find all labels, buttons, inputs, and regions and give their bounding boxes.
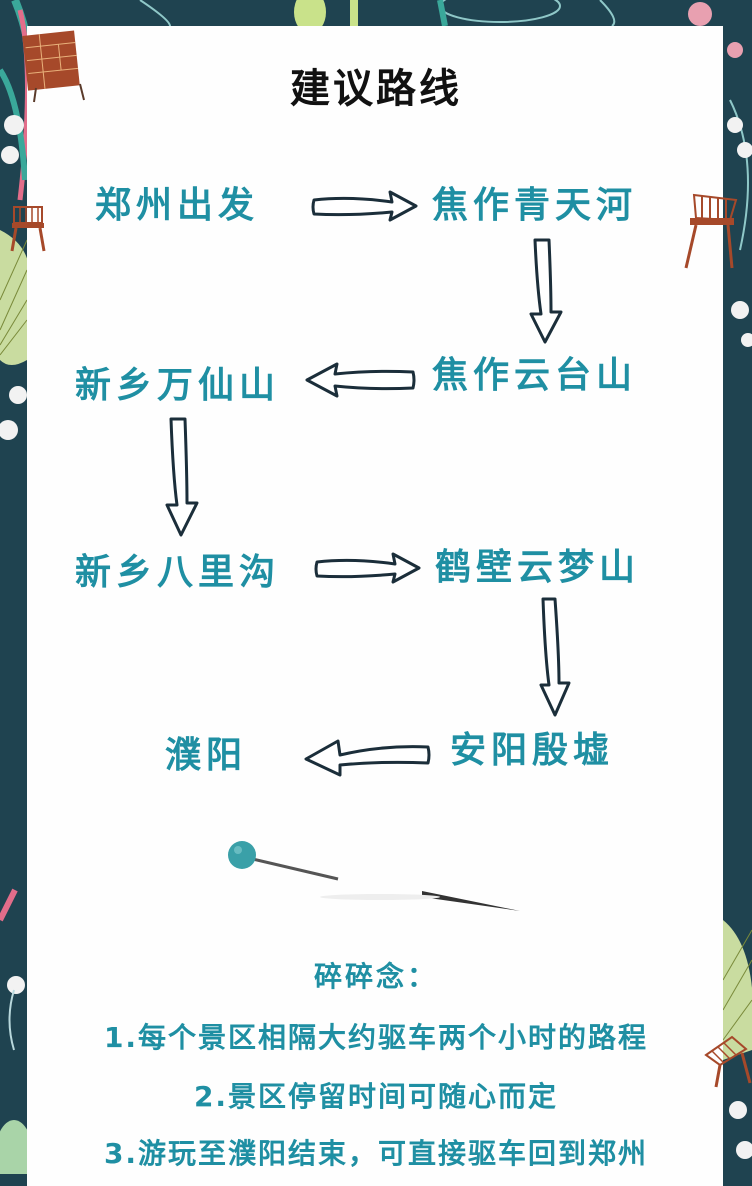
down-arrow-icon <box>529 238 563 344</box>
left-arrow-icon <box>304 739 431 777</box>
left-arrow-icon <box>305 362 416 398</box>
route-node-yuntaishan: 焦作云台山 <box>432 355 638 396</box>
right-arrow-icon <box>311 190 418 222</box>
right-arrow-icon <box>314 552 421 584</box>
down-arrow-icon <box>539 597 571 717</box>
route-node-zhengzhou: 郑州出发 <box>95 185 260 226</box>
route-node-qingtianhe: 焦作青天河 <box>432 185 638 226</box>
route-node-baligou: 新乡八里沟 <box>75 552 281 593</box>
note-item: 3.游玩至濮阳结束，可直接驱车回到郑州 <box>103 1137 649 1170</box>
route-node-yinxu: 安阳殷墟 <box>450 730 615 771</box>
page-title: 建议路线 <box>290 66 462 112</box>
notes-title: 碎碎念： <box>313 960 438 993</box>
note-item: 2.景区停留时间可随心而定 <box>193 1080 559 1113</box>
content-card <box>27 26 723 1186</box>
route-node-puyang: 濮阳 <box>165 735 248 776</box>
route-node-yunmengshan: 鹤壁云梦山 <box>435 547 641 588</box>
down-arrow-icon <box>165 417 199 537</box>
route-node-wanxianshan: 新乡万仙山 <box>75 365 281 406</box>
note-item: 1.每个景区相隔大约驱车两个小时的路程 <box>103 1021 649 1054</box>
